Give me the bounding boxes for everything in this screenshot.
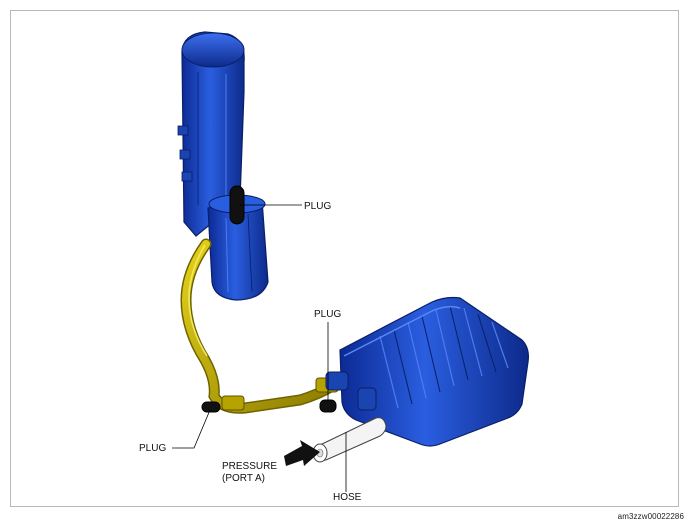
label-plug-mid: PLUG <box>314 309 341 320</box>
canister <box>325 296 529 447</box>
label-hose: HOSE <box>333 492 362 503</box>
label-plug-left: PLUG <box>139 443 166 454</box>
white-hose <box>312 417 387 463</box>
figure-id: am3zzw00022286 <box>617 512 684 521</box>
upper-component <box>177 31 269 301</box>
figure-frame <box>10 10 679 507</box>
label-plug-top: PLUG <box>304 201 331 212</box>
leader-plug-left <box>172 409 211 449</box>
label-pressure-line1: PRESSURE <box>222 461 277 472</box>
pressure-arrow <box>284 440 320 466</box>
hose-highlight <box>188 244 208 357</box>
label-pressure-line2: (PORT A) <box>222 473 265 484</box>
hose-yellow <box>181 240 338 413</box>
plug-left <box>201 401 221 413</box>
